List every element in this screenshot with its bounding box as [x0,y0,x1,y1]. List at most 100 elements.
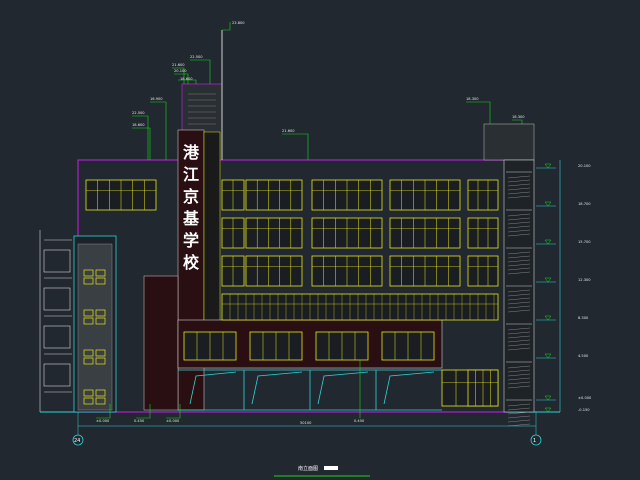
sign-char: 基 [182,209,200,228]
stair-tread [507,373,531,377]
stair-window [83,397,94,405]
elev-symbol [544,277,552,283]
roof-note-1: 22.500 [190,55,203,59]
podium-window [183,331,237,361]
stair-window [83,309,94,317]
roof-note-4: 18.600 [180,77,193,81]
stair-tread [507,331,531,335]
drawing-title-scale-bar [324,466,338,470]
curtain-frame [221,293,499,321]
window [389,179,461,211]
stair-tread [507,195,531,199]
elev-label: -0.150 [578,408,590,412]
stair-tread [507,221,531,225]
stair-tread [507,187,531,191]
left-exterior-stairs [39,230,72,412]
grid-axis-left-label: 24 [74,438,80,444]
stair-tread [507,229,531,233]
elev-label: 20.100 [578,164,591,168]
grid-axis-right-label: 1 [533,438,536,444]
right-stair-tower-top [483,123,535,161]
sign-char: 京 [183,187,199,206]
stair-window [95,277,106,285]
left-roof-note-2: 18.600 [132,123,145,127]
stair-tread [507,251,531,255]
stair-window [95,357,106,365]
left-stair-windows [83,269,106,405]
stair-window [95,397,106,405]
stair-tread [507,385,531,389]
sign-char: 校 [183,253,200,272]
stair-tread [507,217,531,221]
stair-window [95,317,106,325]
sign-char: 港 [183,143,200,162]
window [245,217,303,249]
stair-tread [507,191,531,195]
stair-tread [507,407,531,411]
stair-tread [507,289,531,293]
elev-symbol [544,163,552,169]
stair-tread [507,423,531,427]
stair-tread [507,301,531,305]
stair-window [95,349,106,357]
stair-tread [507,255,531,259]
window [245,255,303,287]
stair-tread [507,183,531,187]
left-stair-texture [77,243,113,411]
overall-width-dim: 50100 [300,421,312,425]
elev-label: 4.500 [578,354,589,358]
stair-tread [507,305,531,309]
podium-window [381,331,435,361]
stair-tread [507,267,531,271]
stair-window [83,349,94,357]
stair-tread [507,403,531,407]
podium-window [249,331,303,361]
stair-tread [507,335,531,339]
stair-tread [507,271,531,275]
window [245,179,303,211]
stair-tread [507,327,531,331]
mid-roof-note: 21.600 [282,129,295,133]
stair-tread [507,175,531,179]
sign-char: 学 [183,231,199,250]
elev-symbol [544,239,552,245]
window [221,255,245,287]
ground-elev-entrance: 0.450 [354,419,365,423]
elevation-markers-right: 20.10018.70015.70012.3008.3004.500±0.000… [536,163,592,413]
roof-note-3: 20.100 [174,69,187,73]
window [311,217,383,249]
stair-tread [507,233,531,237]
stair-tread [507,213,531,217]
ground-elev-mid: ±0.000 [166,419,180,423]
podium-left [143,275,179,411]
stair-tread [507,415,531,419]
classroom-windows [85,179,499,407]
ground-elev-left: ±0.000 [96,419,110,423]
stair-tread [507,411,531,415]
stair-tread [507,309,531,313]
window [311,255,383,287]
stair-window [83,277,94,285]
window [85,179,157,211]
sign-char: 江 [183,165,199,184]
elev-label: ±0.000 [578,396,592,400]
stair-tread [507,343,531,347]
elev-symbol [544,315,552,321]
window [389,217,461,249]
stair-tread [507,365,531,369]
spire-elevation: 23.800 [232,21,245,25]
stair-window [83,269,94,277]
stair-window [83,389,94,397]
window [311,179,383,211]
window [221,179,245,211]
elev-label: 12.300 [578,278,591,282]
elev-symbol [544,201,552,207]
ground-elev-left-2: 0.450 [134,419,145,423]
stair-tread [507,225,531,229]
left-roof-note-1: 22.500 [132,111,145,115]
roof-stair-hatching [188,93,216,125]
stair-tread [507,179,531,183]
curtain-wall-band [221,293,499,321]
stair-tread [507,297,531,301]
